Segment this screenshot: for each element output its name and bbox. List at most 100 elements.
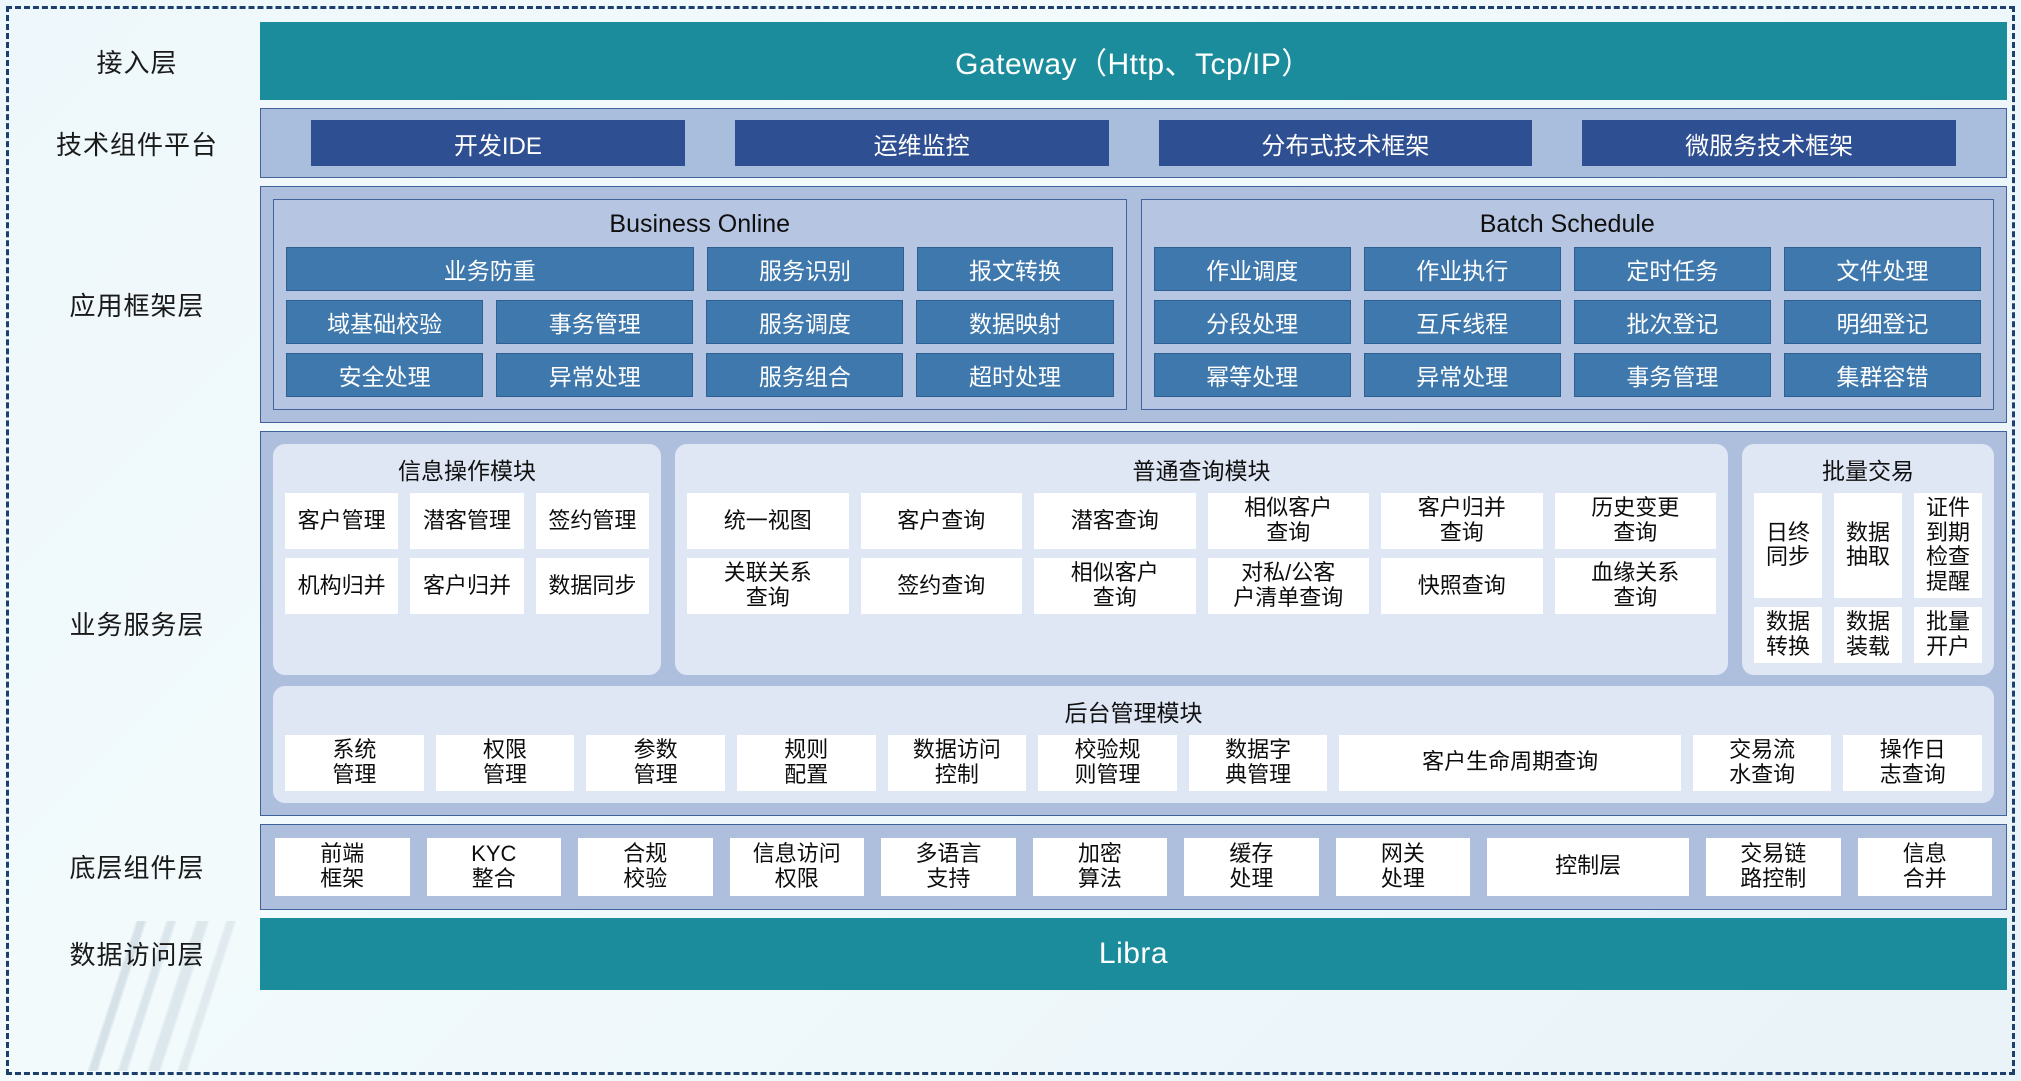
batch-schedule-row-2: 分段处理 互斥线程 批次登记 明细登记 [1153,300,1981,344]
tech-platform-body: 开发IDE 运维监控 分布式技术框架 微服务技术框架 [260,108,2007,178]
tile-data-dictionary-mgmt[interactable]: 数据字 典管理 [1188,734,1328,791]
tile-gateway-processing[interactable]: 网关 处理 [1335,837,1471,896]
group-business-online: Business Online 业务防重 服务识别 报文转换 域基础校验 事务管… [273,199,1127,410]
tile-rule-config[interactable]: 规则 配置 [736,734,876,791]
tile-transaction-chain-control[interactable]: 交易链 路控制 [1706,837,1841,896]
tile-exception-processing-online[interactable]: 异常处理 [496,353,694,397]
tile-multilanguage-support[interactable]: 多语言 支持 [881,837,1016,896]
layer-label-app-framework: 应用框架层 [69,291,205,321]
tile-encryption-algorithm[interactable]: 加密 算法 [1032,837,1168,896]
tile-unified-view[interactable]: 统一视图 [687,493,849,549]
group-backend-module: 后台管理模块 系统 管理 权限 管理 参数 管理 规则 配置 数据访问 控制 校… [273,685,1994,803]
layer-label-component: 底层组件层 [69,853,205,883]
tile-permission-mgmt[interactable]: 权限 管理 [435,734,575,791]
tile-business-dedupe[interactable]: 业务防重 [286,247,694,291]
tile-kyc-integration[interactable]: KYC 整合 [426,837,562,896]
tile-job-execute[interactable]: 作业执行 [1363,247,1561,291]
tile-operation-log-query[interactable]: 操作日 志查询 [1843,734,1983,791]
tile-service-identify[interactable]: 服务识别 [706,247,904,291]
tile-certificate-expiry-reminder[interactable]: 证件到期 检查提醒 [1914,493,1982,598]
tile-personal-corporate-list-query[interactable]: 对私/公客 户清单查询 [1207,558,1369,614]
tile-prospect-query[interactable]: 潜客查询 [1034,493,1196,549]
group-batch-schedule: Batch Schedule 作业调度 作业执行 定时任务 文件处理 分段处理 … [1140,199,1994,410]
tile-idempotent-processing[interactable]: 幂等处理 [1153,353,1351,397]
libra-bar[interactable]: Libra [260,917,2007,990]
tile-cache-processing[interactable]: 缓存 处理 [1184,837,1319,896]
info-module-row-1: 客户管理 潜客管理 签约管理 [285,493,649,549]
tile-data-extract[interactable]: 数据 抽取 [1834,493,1902,598]
tile-history-change-query[interactable]: 历史变更 查询 [1554,493,1716,549]
tech-chip-microservice-framework[interactable]: 微服务技术框架 [1582,120,1956,166]
component-layer-band: 前端 框架 KYC 整合 合规 校验 信息访问 权限 多语言 支持 加密 算法 … [260,823,2007,910]
tile-batch-account-open[interactable]: 批量 开户 [1914,606,1982,663]
query-module-row-1: 统一视图 客户查询 潜客查询 相似客户 查询 客户归并 查询 历史变更 查询 [687,493,1716,549]
info-module-row-2: 机构归并 客户归并 数据同步 [285,558,649,614]
tile-validation-rule-mgmt[interactable]: 校验规 则管理 [1038,734,1177,791]
tile-transaction-mgmt-batch[interactable]: 事务管理 [1573,353,1771,397]
tile-similar-customer-query-2[interactable]: 相似客户 查询 [1034,558,1196,614]
tile-segment-processing[interactable]: 分段处理 [1153,300,1351,344]
tile-similar-customer-query-1[interactable]: 相似客户 查询 [1207,493,1369,549]
tile-parameter-mgmt[interactable]: 参数 管理 [586,734,725,791]
tile-mutex-thread[interactable]: 互斥线程 [1363,300,1561,344]
layer-label-data-access: 数据访问层 [69,940,205,970]
tile-info-merge[interactable]: 信息 合并 [1857,837,1993,896]
group-title-batch-transaction: 批量交易 [1822,458,1914,484]
tile-transaction-flow-query[interactable]: 交易流 水查询 [1692,734,1832,791]
gateway-bar[interactable]: Gateway（Http、Tcp/IP） [260,22,2007,100]
tile-customer-lifecycle-query[interactable]: 客户生命周期查询 [1339,734,1681,791]
tile-system-mgmt[interactable]: 系统 管理 [285,734,424,791]
tile-compliance-validation[interactable]: 合规 校验 [578,837,713,896]
tile-job-schedule[interactable]: 作业调度 [1153,247,1351,291]
tile-org-merge[interactable]: 机构归并 [285,558,399,614]
tech-chip-ide[interactable]: 开发IDE [311,120,685,166]
tile-detail-registration[interactable]: 明细登记 [1783,300,1981,344]
tile-customer-merge[interactable]: 客户归并 [410,558,524,614]
tile-transaction-mgmt-online[interactable]: 事务管理 [496,300,694,344]
tile-snapshot-query[interactable]: 快照查询 [1381,558,1543,614]
tech-chip-ops-monitor[interactable]: 运维监控 [734,120,1109,166]
tile-relationship-query[interactable]: 关联关系 查询 [687,558,849,614]
tile-info-access-permission[interactable]: 信息访问 权限 [729,837,865,896]
query-module-row-2: 关联关系 查询 签约查询 相似客户 查询 对私/公客 户清单查询 快照查询 血缘… [687,558,1716,614]
batch-schedule-grid: 作业调度 作业执行 定时任务 文件处理 分段处理 互斥线程 批次登记 明细登记 [1153,247,1981,397]
tile-security-processing[interactable]: 安全处理 [286,353,484,397]
tile-batch-registration[interactable]: 批次登记 [1573,300,1771,344]
tile-eod-sync[interactable]: 日终 同步 [1754,493,1822,598]
tile-domain-validation[interactable]: 域基础校验 [286,300,484,344]
tile-data-load[interactable]: 数据 装载 [1834,606,1902,663]
tile-data-access-control[interactable]: 数据访问 控制 [887,734,1027,791]
layer-row-tech-platform: 技术组件平台 开发IDE 运维监控 分布式技术框架 微服务技术框架 [14,108,2007,178]
tech-chip-distributed-framework[interactable]: 分布式技术框架 [1158,120,1533,166]
data-access-body: Libra [260,917,2007,990]
tile-exception-processing-batch[interactable]: 异常处理 [1363,353,1561,397]
tile-customer-mgmt[interactable]: 客户管理 [285,493,399,549]
layer-row-business-service: 业务服务层 信息操作模块 客户管理 潜客管理 签约管理 [14,431,2007,816]
tile-data-mapping[interactable]: 数据映射 [916,300,1114,344]
layer-row-data-access: 数据访问层 Libra [14,917,2007,990]
tile-data-sync[interactable]: 数据同步 [535,558,649,614]
access-layer-body: Gateway（Http、Tcp/IP） [260,22,2007,100]
tile-customer-query[interactable]: 客户查询 [860,493,1022,549]
backend-module-grid: 系统 管理 权限 管理 参数 管理 规则 配置 数据访问 控制 校验规 则管理 … [285,734,1983,791]
query-module-grid: 统一视图 客户查询 潜客查询 相似客户 查询 客户归并 查询 历史变更 查询 关… [687,493,1716,614]
tile-control-layer[interactable]: 控制层 [1487,837,1690,896]
tile-cluster-fault-tolerance[interactable]: 集群容错 [1783,353,1981,397]
tile-service-dispatch[interactable]: 服务调度 [706,300,904,344]
tile-contract-mgmt[interactable]: 签约管理 [535,493,649,549]
tile-file-processing[interactable]: 文件处理 [1783,247,1981,291]
app-framework-body: Business Online 业务防重 服务识别 报文转换 域基础校验 事务管… [260,186,2007,423]
group-title-info-module: 信息操作模块 [398,458,536,484]
tile-customer-merge-query[interactable]: 客户归并 查询 [1381,493,1543,549]
tile-data-transform[interactable]: 数据 转换 [1754,606,1822,663]
business-online-row-1: 业务防重 服务识别 报文转换 [286,247,1114,291]
tile-scheduled-task[interactable]: 定时任务 [1573,247,1771,291]
tile-contract-query[interactable]: 签约查询 [860,558,1022,614]
tile-lineage-query[interactable]: 血缘关系 查询 [1554,558,1716,614]
tile-frontend-framework[interactable]: 前端 框架 [275,837,410,896]
tile-service-composition[interactable]: 服务组合 [706,353,904,397]
tile-timeout-processing[interactable]: 超时处理 [916,353,1114,397]
tile-prospect-mgmt[interactable]: 潜客管理 [410,493,524,549]
tile-message-transform[interactable]: 报文转换 [916,247,1114,291]
